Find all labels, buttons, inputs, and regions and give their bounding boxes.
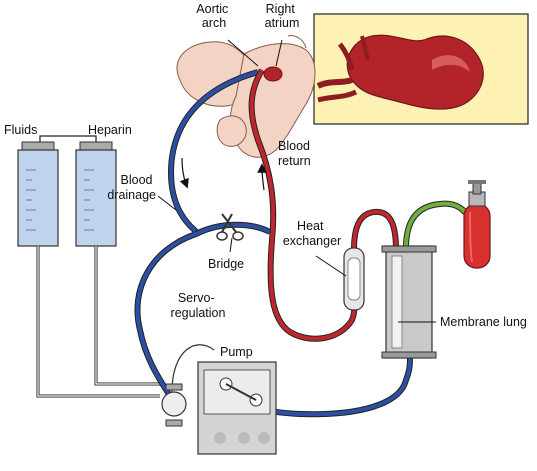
return-arrow	[257, 163, 267, 191]
aortic-arch-leader	[227, 39, 259, 67]
gas-cylinder-icon	[463, 180, 491, 269]
heart-marker	[263, 66, 283, 82]
drainage-arrow	[179, 157, 189, 189]
membrane-lung	[381, 245, 437, 359]
fluids-label: Fluids	[4, 123, 37, 137]
aortic-arch-label: Aortic arch	[196, 2, 231, 30]
membrane-lung-label: Membrane lung	[440, 315, 527, 329]
right-atrium-label: Right atrium	[265, 2, 300, 30]
heat-exchanger	[343, 247, 365, 311]
heart-inset	[313, 13, 529, 125]
bridge-leader	[229, 237, 233, 253]
fluids-bag	[17, 141, 59, 247]
blood-return-label: Blood return	[278, 139, 313, 168]
heparin-label: Heparin	[88, 123, 132, 137]
scissors-clamp-icon	[216, 213, 244, 241]
roller-pump	[197, 361, 277, 455]
heart-illustration	[346, 34, 484, 110]
drainage-leader	[157, 195, 177, 211]
right-atrium-leader	[275, 39, 283, 67]
blood-drainage-label: Blood drainage	[107, 173, 156, 202]
servo-bladder	[161, 344, 215, 427]
fluids-line	[36, 246, 160, 398]
heat-exchanger-label: Heat exchanger	[283, 219, 341, 248]
bridge-label: Bridge	[208, 257, 244, 271]
heat-exchanger-leader	[315, 255, 347, 277]
servo-regulation-label: Servo- regulation	[171, 291, 226, 320]
pump-label: Pump	[220, 345, 253, 359]
